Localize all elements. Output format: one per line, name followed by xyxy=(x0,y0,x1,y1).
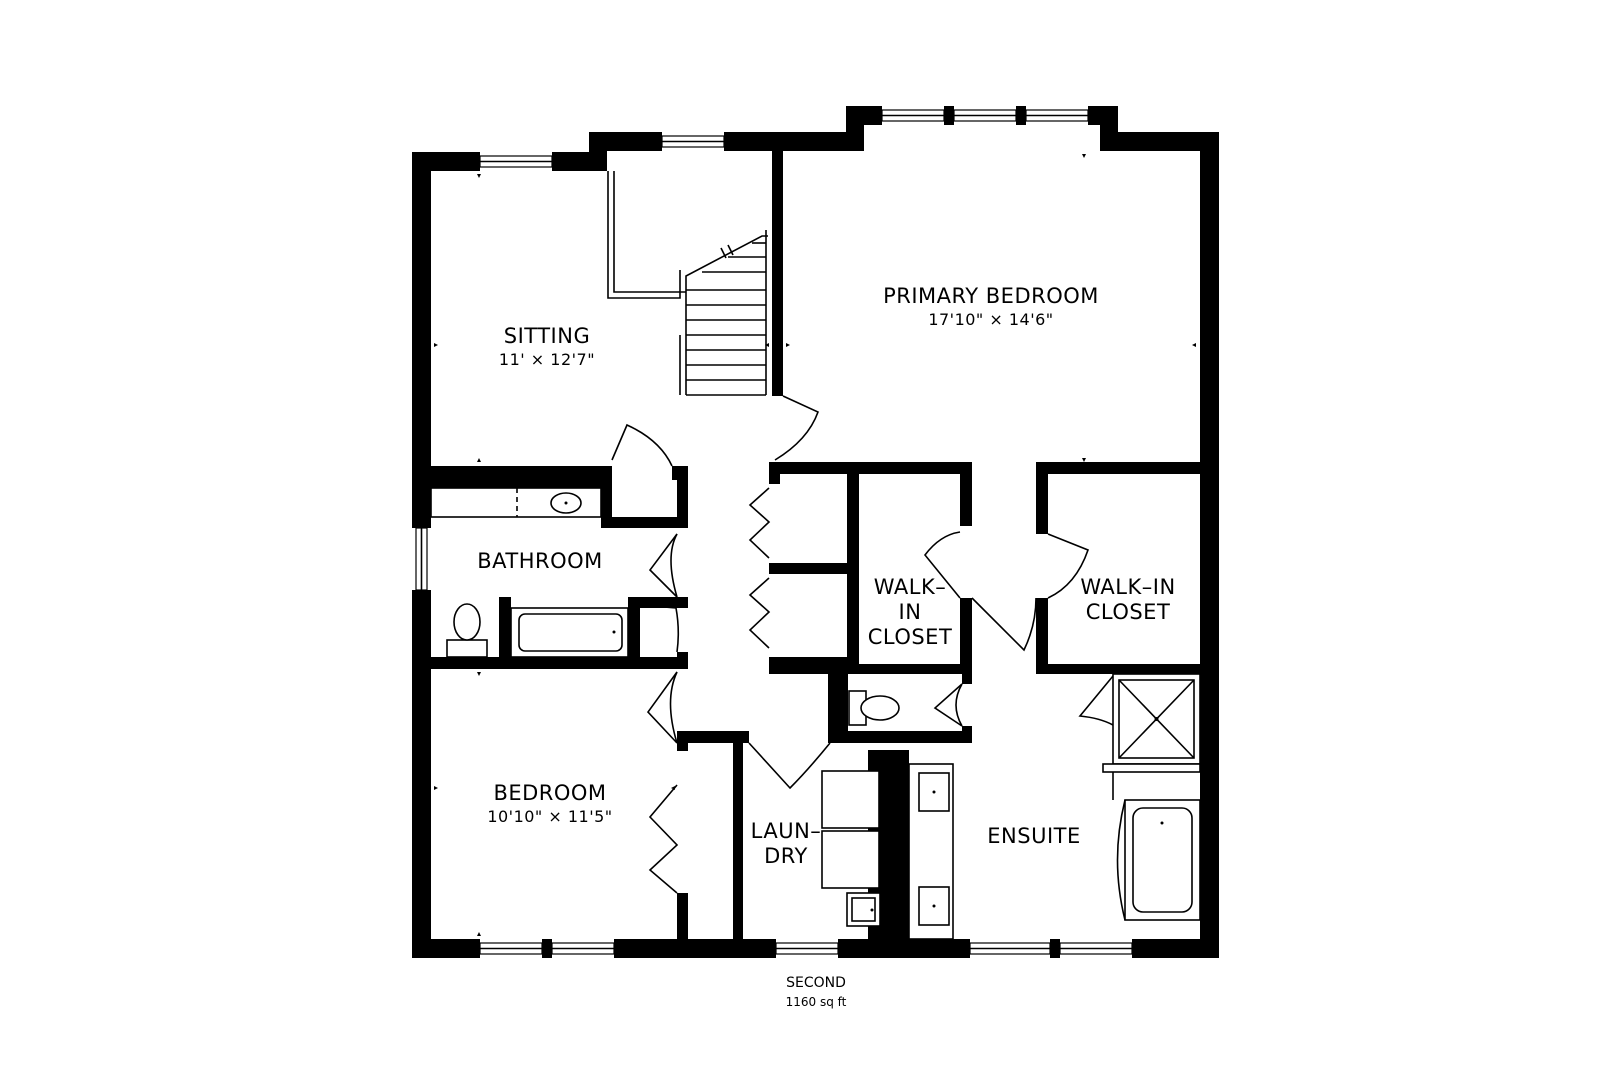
floor-caption: SECOND 1160 sq ft xyxy=(786,975,847,1009)
room-name-walkin-closet-right-1: WALK–IN xyxy=(1080,575,1175,599)
room-name-bathroom: BATHROOM xyxy=(477,549,603,573)
room-name-sitting: SITTING xyxy=(504,324,591,348)
room-name-bedroom: BEDROOM xyxy=(493,781,606,805)
fixtures xyxy=(430,487,1201,940)
room-name-laundry-1: LAUN– xyxy=(751,819,822,843)
room-dims-sitting: 11' × 12'7" xyxy=(499,350,595,369)
room-name-laundry-2: DRY xyxy=(764,844,808,868)
room-labels: SITTING 11' × 12'7" PRIMARY BEDROOM 17'1… xyxy=(477,284,1175,868)
floor-name: SECOND xyxy=(786,975,846,991)
room-name-walkin-closet-right-2: CLOSET xyxy=(1086,600,1171,624)
room-dims-primary-bedroom: 17'10" × 14'6" xyxy=(928,310,1053,329)
floor-area: 1160 sq ft xyxy=(786,995,847,1009)
room-name-walkin-closet-left-1: WALK– xyxy=(874,575,946,599)
room-name-ensuite: ENSUITE xyxy=(987,824,1080,848)
room-name-walkin-closet-left-2: IN xyxy=(899,600,922,624)
room-name-walkin-closet-left-3: CLOSET xyxy=(868,625,953,649)
doors xyxy=(611,395,1114,894)
exterior-walls xyxy=(412,106,1219,958)
dimension-markers xyxy=(434,154,1196,936)
room-dims-bedroom: 10'10" × 11'5" xyxy=(487,807,612,826)
room-name-primary-bedroom: PRIMARY BEDROOM xyxy=(883,284,1099,308)
staircase xyxy=(607,171,768,396)
